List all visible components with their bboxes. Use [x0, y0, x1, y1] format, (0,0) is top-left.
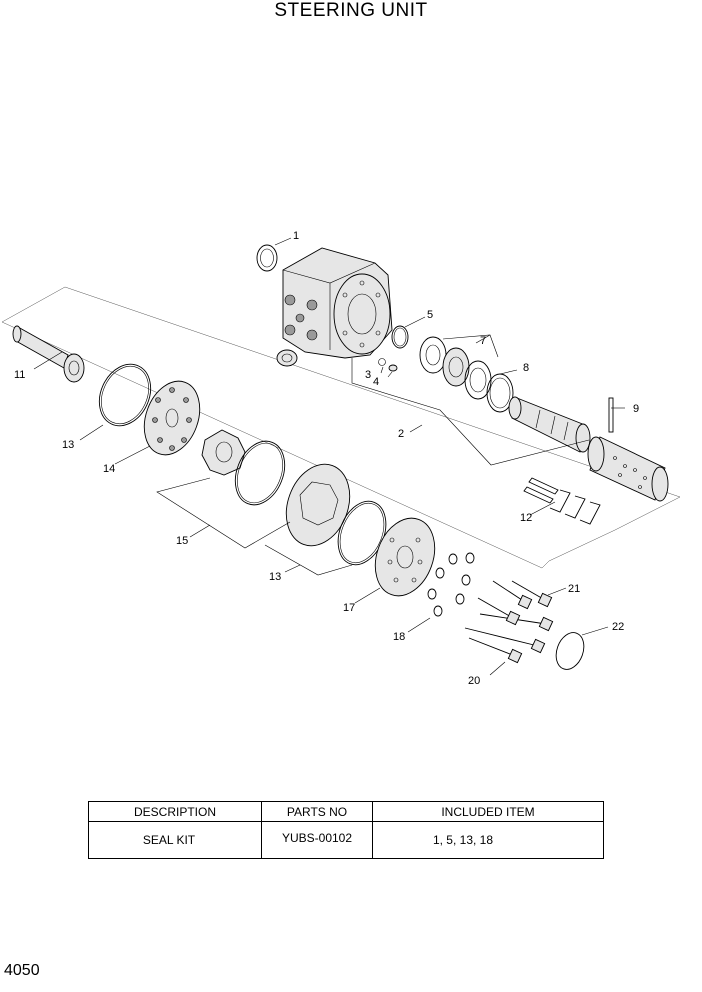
row-included-item: 1, 5, 13, 18	[432, 833, 494, 847]
callout-7: 7	[480, 335, 486, 347]
table-divider	[261, 802, 262, 858]
callout-22: 22	[612, 621, 624, 633]
callout-12: 12	[520, 512, 532, 524]
part-13-o-ring-a	[98, 363, 152, 427]
part-7-bearing-set	[419, 336, 492, 400]
callout-15: 15	[176, 535, 188, 547]
part-12-springs	[523, 477, 601, 525]
callout-3: 3	[365, 369, 371, 381]
table-divider	[372, 802, 373, 858]
part-9-pin	[608, 397, 614, 433]
part-3-check-ball	[378, 358, 386, 366]
sleeve	[587, 436, 669, 502]
part-13-o-ring-b	[234, 440, 286, 506]
part-18-washers	[427, 552, 475, 617]
callout-14: 14	[103, 463, 115, 475]
callout-2: 2	[398, 428, 404, 440]
leader-lines	[33, 237, 625, 676]
part-5-o-ring	[391, 325, 409, 349]
callout-9: 9	[633, 403, 639, 415]
table-header-row: DESCRIPTION PARTS NO INCLUDED ITEM	[89, 802, 603, 822]
part-11-cardan-shaft	[12, 325, 85, 383]
header-parts-no: PARTS NO	[286, 804, 348, 819]
part-20-21-screws	[464, 580, 554, 664]
callout-21: 21	[568, 583, 580, 595]
row-parts-no: YUBS-00102	[281, 831, 353, 845]
part-14-distributor-plate	[143, 380, 201, 456]
callout-20: 20	[468, 675, 480, 687]
part-1-seal-ring	[256, 244, 278, 272]
row-description: SEAL KIT	[142, 833, 196, 847]
header-description: DESCRIPTION	[133, 804, 216, 819]
part-22-cap	[555, 632, 585, 670]
part-15-rotor	[201, 429, 246, 476]
part-4-plug	[388, 364, 398, 372]
page-title: STEERING UNIT	[274, 0, 428, 21]
header-included-item: INCLUDED ITEM	[441, 804, 535, 819]
callout-18: 18	[393, 631, 405, 643]
assembly-outline	[1, 286, 681, 569]
gear-set	[285, 463, 351, 547]
seal-kit-table: DESCRIPTION PARTS NO INCLUDED ITEM SEAL …	[88, 801, 604, 859]
callout-13a: 13	[62, 439, 74, 451]
callout-4: 4	[373, 376, 379, 388]
page-number: 4050	[4, 962, 40, 979]
spool	[508, 396, 591, 453]
callout-13b: 13	[269, 571, 281, 583]
callout-17: 17	[343, 602, 355, 614]
callout-5: 5	[427, 309, 433, 321]
valve-housing	[276, 247, 393, 367]
callout-1: 1	[293, 230, 299, 242]
part-17-end-cover	[374, 517, 436, 597]
callout-11: 11	[14, 369, 25, 381]
callout-8: 8	[523, 362, 529, 374]
